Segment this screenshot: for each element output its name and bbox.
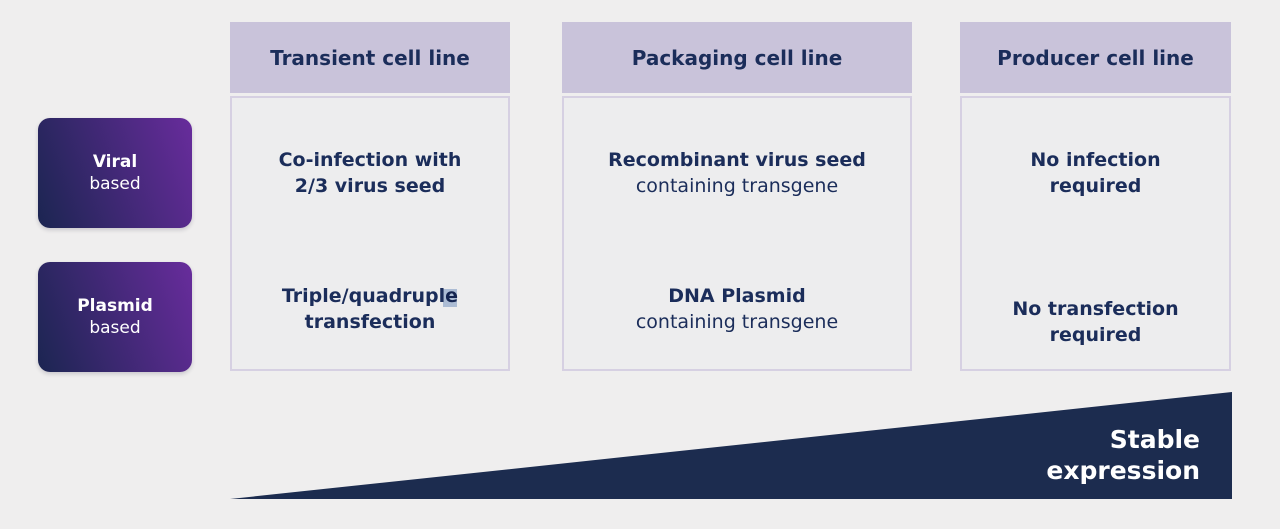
cell-text-line: No transfection bbox=[1012, 297, 1179, 320]
cell-text-line: required bbox=[1049, 323, 1142, 346]
column-body-producer: No infection required No transfection re… bbox=[960, 96, 1231, 371]
plasmid-based-title: Plasmid bbox=[77, 296, 153, 316]
cell-producer-viral: No infection required bbox=[962, 98, 1229, 248]
column-transient: Transient cell line Co-infection with 2/… bbox=[230, 22, 510, 371]
plasmid-based-subtitle: based bbox=[89, 318, 141, 338]
cell-transient-plasmid: Triple/quadruple transfection bbox=[232, 248, 508, 369]
column-header-producer: Producer cell line bbox=[960, 22, 1231, 93]
column-body-transient: Co-infection with 2/3 virus seed Triple/… bbox=[230, 96, 510, 371]
viral-based-label-box: Viral based bbox=[38, 118, 192, 228]
cell-text-line: required bbox=[1049, 175, 1142, 197]
column-producer: Producer cell line No infection required… bbox=[960, 22, 1231, 371]
text-selection-artifact bbox=[443, 289, 457, 307]
stable-expression-line1: Stable bbox=[1109, 425, 1200, 454]
cell-packaging-viral: Recombinant virus seed containing transg… bbox=[564, 98, 910, 248]
column-packaging: Packaging cell line Recombinant virus se… bbox=[562, 22, 912, 371]
cell-packaging-plasmid: DNA Plasmid containing transgene bbox=[564, 248, 910, 369]
cell-text-line: DNA Plasmid bbox=[668, 284, 806, 307]
stable-expression-wedge bbox=[230, 392, 1232, 499]
cell-text-line: Recombinant virus seed bbox=[608, 149, 866, 171]
stable-expression-label: Stable expression bbox=[1046, 424, 1200, 486]
cell-text-line: No infection bbox=[1030, 149, 1161, 171]
cell-text-line: 2/3 virus seed bbox=[294, 175, 446, 197]
stable-expression-line2: expression bbox=[1046, 456, 1200, 485]
column-body-packaging: Recombinant virus seed containing transg… bbox=[562, 96, 912, 371]
cell-text-line: transfection bbox=[304, 310, 436, 333]
viral-based-title: Viral bbox=[92, 152, 138, 172]
viral-based-subtitle: based bbox=[89, 174, 141, 194]
cell-producer-plasmid: No transfection required bbox=[962, 248, 1229, 369]
column-header-transient: Transient cell line bbox=[230, 22, 510, 93]
plasmid-based-label-box: Plasmid based bbox=[38, 262, 192, 372]
cell-transient-viral: Co-infection with 2/3 virus seed bbox=[232, 98, 508, 248]
cell-text-line: containing transgene bbox=[635, 310, 839, 333]
cell-text-line: containing transgene bbox=[635, 175, 839, 197]
column-header-packaging: Packaging cell line bbox=[562, 22, 912, 93]
cell-text-line: Co-infection with bbox=[278, 149, 462, 171]
cell-text-line: Triple/quadruple bbox=[281, 284, 459, 307]
